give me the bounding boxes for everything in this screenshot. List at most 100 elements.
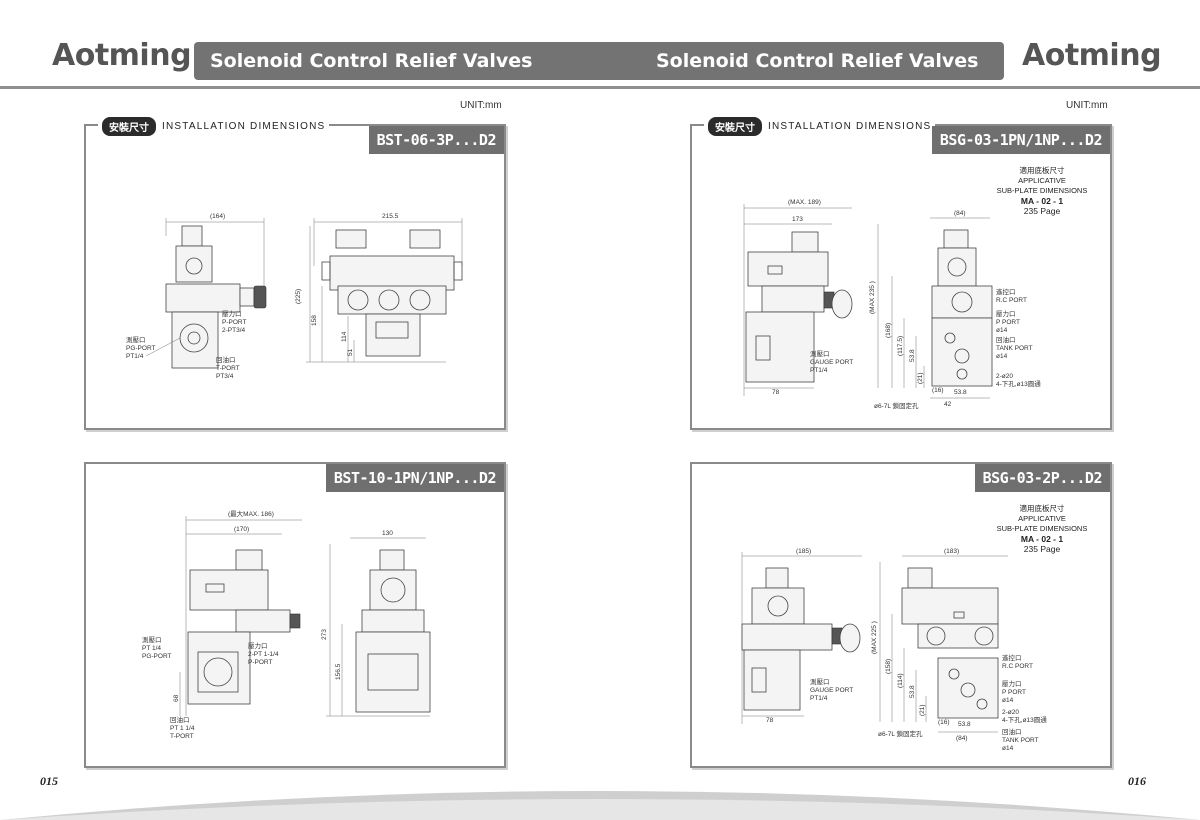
dimension-label: 測壓口 [142,635,162,644]
dimension-label: 壓力口 [1002,679,1022,688]
dimension-label: 回油口 [216,355,236,364]
panel-bst-06-3p: 安裝尺寸 INSTALLATION DIMENSIONS BST-06-3P..… [84,117,506,430]
dimension-label: TANK PORT [996,345,1033,352]
dimension-label: 壓力口 [996,309,1016,318]
dimension-label: PT1/4 [810,367,828,374]
dimension-label: 158 [311,315,318,326]
dimension-label: GAUGE PORT [810,359,853,366]
dimension-label: 2-PT3/4 [222,327,246,334]
dimension-label: (MAX 225 ) [871,621,878,654]
dimension-label: TANK PORT [1002,737,1039,744]
dimension-label: PT 1 1/4 [170,725,195,732]
subplate-line: MA - 02 - 1 [1020,534,1064,544]
dimension-label: 4-下孔,ø13圓通 [1002,715,1047,724]
subplate-line: 適用底板尺寸 [1019,166,1065,175]
dimension-label: 4-下孔,ø13圓通 [996,379,1041,388]
section-tag-cn: 安裝尺寸 [708,117,762,136]
section-tag-cn: 安裝尺寸 [102,117,156,136]
dimension-label: (21) [919,704,926,716]
model-badge: BSG-03-2P...D2 [974,464,1110,492]
dimension-label: 53.8 [954,389,967,396]
dimension-label: R.C PORT [996,297,1027,304]
footer-swoosh [0,791,1200,820]
dimension-label: T-PORT [170,733,194,740]
dimension-label: PT3/4 [216,373,234,380]
dimension-label: GAUGE PORT [810,687,853,694]
dimension-label: PT1/4 [810,695,828,702]
subplate-line: SUB-PLATE DIMENSIONS [996,186,1088,195]
dimension-label: PG-PORT [142,653,172,660]
header-rule [0,86,1200,89]
model-badge: BSG-03-1PN/1NP...D2 [931,126,1110,154]
dimension-label: (16) [932,387,944,394]
drawing-bsg-03-1pn: (MAX. 189) 173 測壓口 GAUGE PORT PT1/4 78 (… [743,199,1041,410]
dimension-label: 42 [944,401,952,408]
dimension-label: (185) [796,548,811,555]
dimension-label: (225) [295,289,302,304]
dimension-label: 173 [792,216,803,223]
dimension-label: 68 [173,694,180,702]
dimension-label: 遙控口 [1002,653,1022,662]
page-number-right: 016 [1128,774,1146,788]
title-bar: Solenoid Control Relief Valves Solenoid … [194,42,1004,80]
dimension-label: 回油口 [1002,727,1022,736]
dimension-label: 壓力口 [222,309,242,318]
dimension-label: R.C PORT [1002,663,1033,670]
dimension-label: ø14 [996,353,1008,360]
panel-bst-10-1pn: BST-10-1PN/1NP...D2 (最大MAX. 186) (170) 測… [84,462,506,768]
dimension-label: ø14 [1002,745,1014,752]
dimension-label: (最大MAX. 186) [228,509,274,518]
model-badge: BST-10-1PN/1NP...D2 [325,464,504,492]
page-number-left: 015 [40,774,58,788]
dimension-label: ø6-7L 鎖固定孔 [878,729,923,738]
dimension-label: (16) [938,719,950,726]
section-tag-en: INSTALLATION DIMENSIONS [162,121,326,132]
dimension-label: P-PORT [222,319,246,326]
dimension-label: P-PORT [248,659,272,666]
dimension-label: 156.5 [335,663,342,680]
dimension-label: (84) [956,735,968,742]
dimension-label: (114) [897,673,904,688]
dimension-label: 測壓口 [810,677,830,686]
subplate-line: 235 Page [1023,544,1061,554]
dimension-label: 回油口 [996,335,1016,344]
dimension-label: 51 [347,348,354,356]
dimension-label: (168) [885,323,892,338]
dimension-label: (158) [885,659,892,674]
dimension-label: PT1/4 [126,353,144,360]
title-right: Solenoid Control Relief Valves [656,50,979,72]
dimension-label: 遙控口 [996,287,1016,296]
subplate-line: SUB-PLATE DIMENSIONS [996,524,1088,533]
dimension-label: 2-PT 1-1/4 [248,651,279,658]
dimension-label: 273 [321,629,328,640]
dimension-label: ø14 [1002,697,1014,704]
dimension-label: (170) [234,526,249,533]
panel-bsg-03-1pn: 安裝尺寸 INSTALLATION DIMENSIONS BSG-03-1PN/… [690,117,1112,430]
panel-bsg-03-2p: BSG-03-2P...D2 適用底板尺寸 APPLICATIVE SUB-PL… [690,462,1112,768]
subplate-line: MA - 02 - 1 [1020,196,1064,206]
dimension-label: (21) [917,372,924,384]
drawing-bst-10: (最大MAX. 186) (170) 測壓口 PT 1/4 PG-PORT 壓力… [142,509,431,740]
unit-label-left: UNIT:mm [460,100,502,111]
dimension-label: 130 [382,530,393,537]
dimension-label: PT 1/4 [142,645,161,652]
model-badge: BST-06-3P...D2 [368,126,504,154]
section-tag-en: INSTALLATION DIMENSIONS [768,121,932,132]
drawing-bsg-03-2p: (185) 測壓口 GAUGE PORT PT1/4 78 (183) (MAX… [741,548,1047,752]
dimension-label: 215.5 [382,213,399,220]
dimension-label: (MAX 235 ) [869,281,876,314]
dimension-label: 78 [766,717,774,724]
dim-164: (164) [210,213,225,220]
dimension-label: PG-PORT [126,345,156,352]
brand-logo-right: Aotming [1022,38,1162,73]
dimension-label: P PORT [996,319,1020,326]
subplate-note: 適用底板尺寸 APPLICATIVE SUB-PLATE DIMENSIONS … [992,166,1092,216]
subplate-note: 適用底板尺寸 APPLICATIVE SUB-PLATE DIMENSIONS … [992,504,1092,554]
dimension-label: 78 [772,389,780,396]
brand-logo-left: Aotming [52,38,192,73]
dimension-label: 測壓口 [810,349,830,358]
drawing-bst-06: (164) 測壓口 PG-PORT PT1/4 壓力口 P-PORT 2-PT3… [126,213,463,380]
dimension-label: P PORT [1002,689,1026,696]
dimension-label: 53.8 [909,349,916,362]
section-tag: 安裝尺寸 INSTALLATION DIMENSIONS [98,117,330,136]
